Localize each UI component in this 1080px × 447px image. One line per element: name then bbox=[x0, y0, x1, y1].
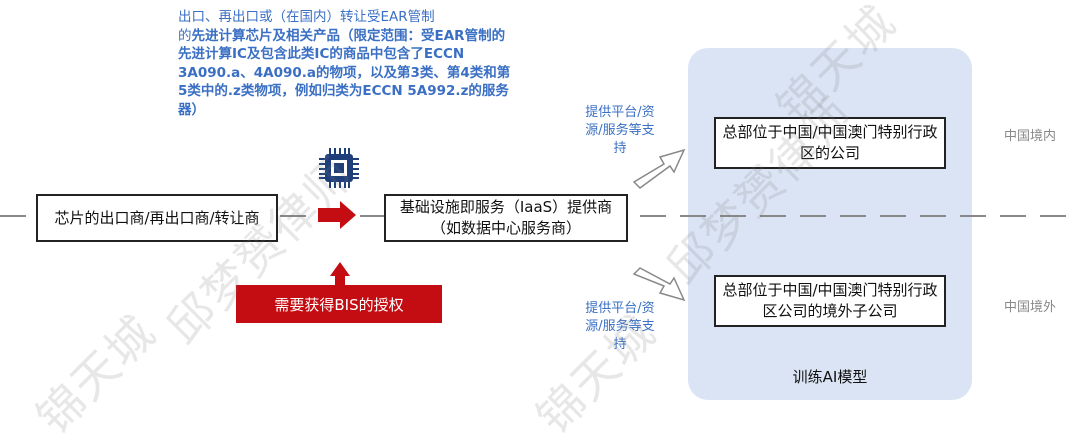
hollow-arrow-down-right-icon bbox=[632, 267, 686, 302]
auth-label: 需要获得BIS的授权 bbox=[274, 295, 404, 314]
support-label-top: 提供平台/资源/服务等支持 bbox=[585, 105, 655, 156]
hq-china-subsidiary-box: 总部位于中国/中国澳门特别行政区公司的境外子公司 bbox=[714, 275, 946, 327]
train-ai-label: 训练AI模型 bbox=[792, 368, 868, 386]
controlled-items-note: 出口、再出口或（在国内）转让受EAR管制 的先进计算芯片及相关产品（限定范围：受… bbox=[178, 8, 514, 119]
cpu-chip-icon bbox=[319, 148, 359, 188]
china-entities-panel bbox=[688, 48, 972, 400]
red-right-arrow-icon bbox=[318, 201, 356, 229]
hq-china-company-box: 总部位于中国/中国澳门特别行政区的公司 bbox=[714, 117, 946, 169]
support-label-bottom: 提供平台/资源/服务等支持 bbox=[585, 301, 655, 352]
exporter-box: 芯片的出口商/再出口商/转让商 bbox=[36, 194, 278, 242]
iaas-label: 基础设施即服务（IaaS）提供商（如数据中心服务商） bbox=[399, 198, 613, 237]
region-inside-china: 中国境内 bbox=[1004, 129, 1057, 144]
note-prefix: 的 bbox=[178, 27, 192, 44]
hq-china-label: 总部位于中国/中国澳门特别行政区的公司 bbox=[722, 123, 938, 162]
red-up-arrow-icon bbox=[330, 262, 350, 287]
note-line1: 出口、再出口或（在国内）转让受EAR管制 bbox=[178, 9, 435, 25]
hollow-arrow-up-right-icon bbox=[632, 148, 686, 189]
exporter-label: 芯片的出口商/再出口商/转让商 bbox=[54, 208, 260, 227]
note-bold-scope: 先进计算芯片及相关产品（限定范围：受EAR管制的先进计算IC及包含此类IC的商品… bbox=[178, 27, 511, 118]
hq-sub-label: 总部位于中国/中国澳门特别行政区公司的境外子公司 bbox=[722, 281, 938, 320]
bis-authorization-badge: 需要获得BIS的授权 bbox=[236, 285, 442, 323]
region-outside-china: 中国境外 bbox=[1004, 300, 1057, 315]
iaas-provider-box: 基础设施即服务（IaaS）提供商（如数据中心服务商） bbox=[384, 194, 628, 242]
